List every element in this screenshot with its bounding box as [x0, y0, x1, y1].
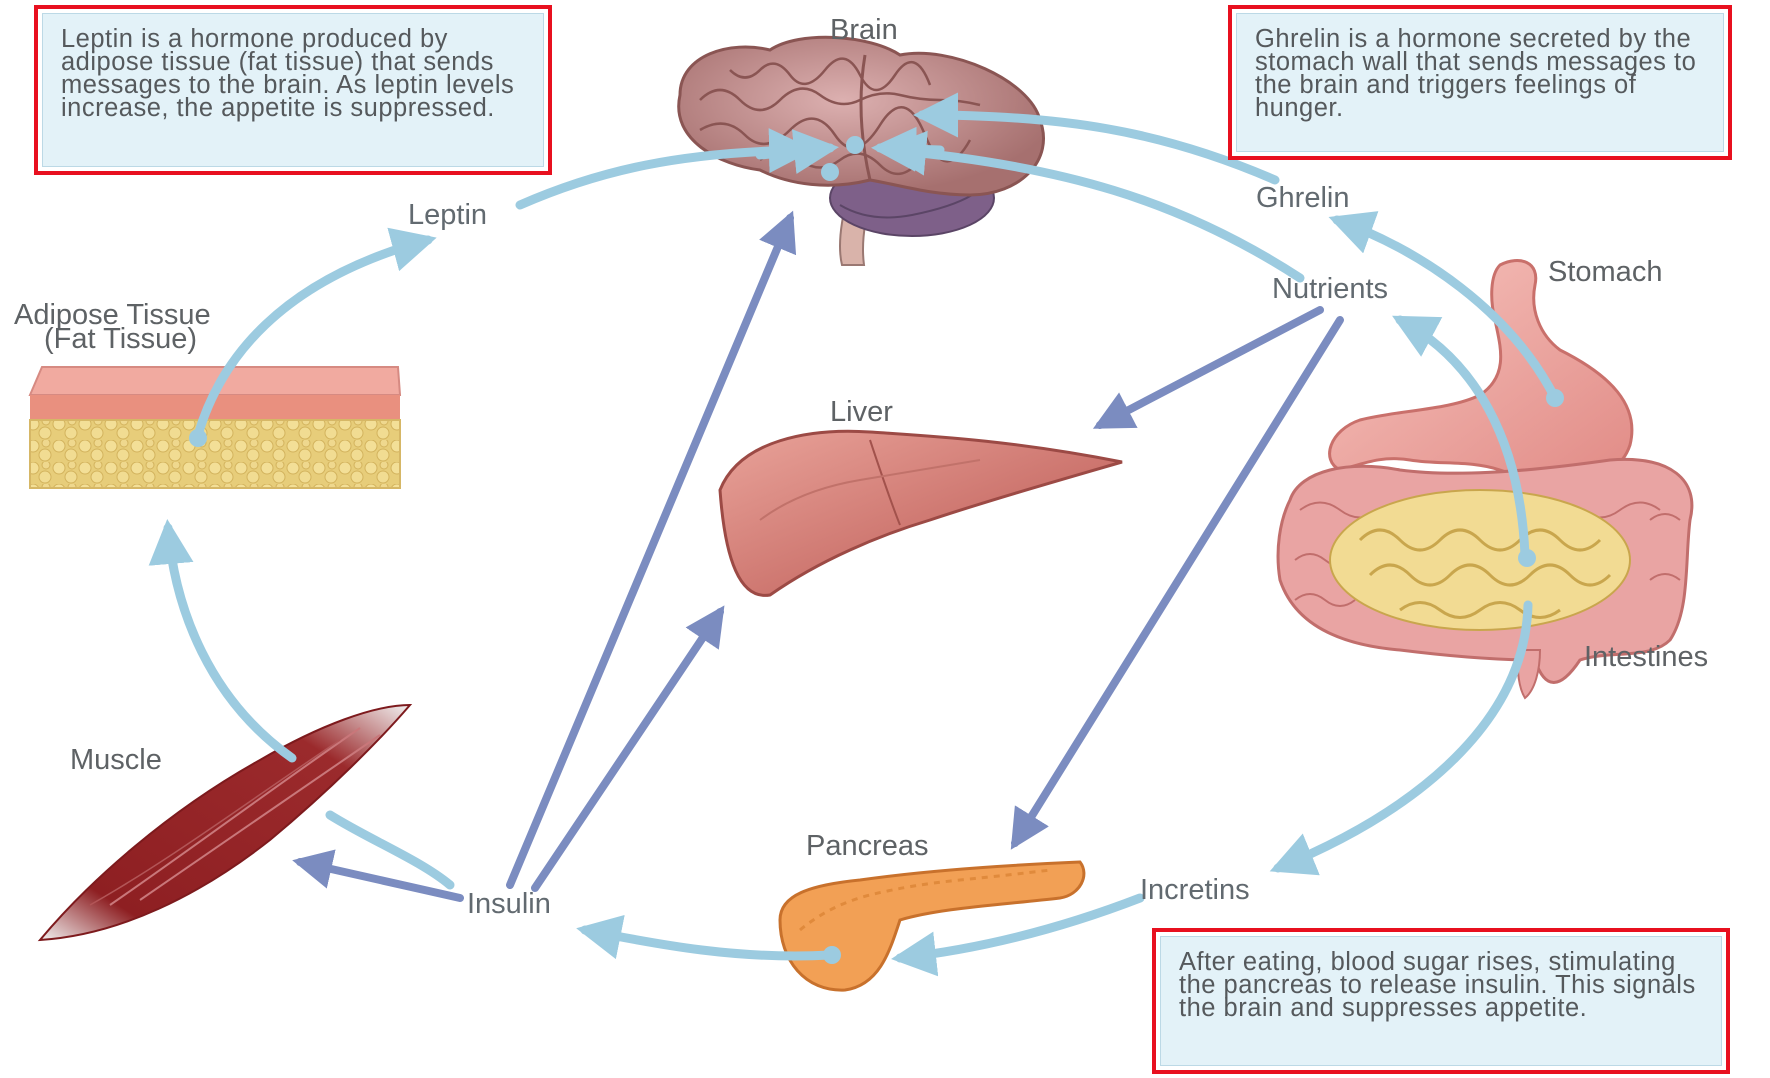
intestines-label: Intestines	[1584, 643, 1708, 672]
ghrelin-label: Ghrelin	[1256, 184, 1350, 213]
pancreas-label: Pancreas	[806, 832, 929, 861]
brain-internal-arrow-2	[880, 148, 940, 150]
muscle-illustration	[40, 705, 410, 940]
insulin-note: After eating, blood sugar rises, stimula…	[1152, 928, 1730, 1074]
ghrelin-note: Ghrelin is a hormone secreted by the sto…	[1228, 5, 1732, 160]
nutrients-label: Nutrients	[1272, 275, 1388, 304]
stomach-label: Stomach	[1548, 258, 1662, 287]
leptin-note-text: Leptin is a hormone produced by adipose …	[42, 13, 544, 167]
muscle-to-adipose-arrow	[168, 528, 292, 758]
ghrelin-note-text: Ghrelin is a hormone secreted by the sto…	[1236, 13, 1724, 152]
brain-label: Brain	[830, 16, 898, 45]
insulin-note-text: After eating, blood sugar rises, stimula…	[1160, 936, 1722, 1066]
leptin-label: Leptin	[408, 201, 487, 230]
liver-label: Liver	[830, 398, 893, 427]
insulin-label: Insulin	[467, 890, 551, 919]
muscle-label: Muscle	[70, 746, 162, 775]
leptin-note: Leptin is a hormone produced by adipose …	[34, 5, 552, 175]
adipose-tissue-label-line2: (Fat Tissue)	[44, 325, 197, 354]
liver-illustration	[720, 431, 1122, 595]
incretins-label: Incretins	[1140, 876, 1250, 905]
pancreas-illustration	[780, 862, 1084, 990]
